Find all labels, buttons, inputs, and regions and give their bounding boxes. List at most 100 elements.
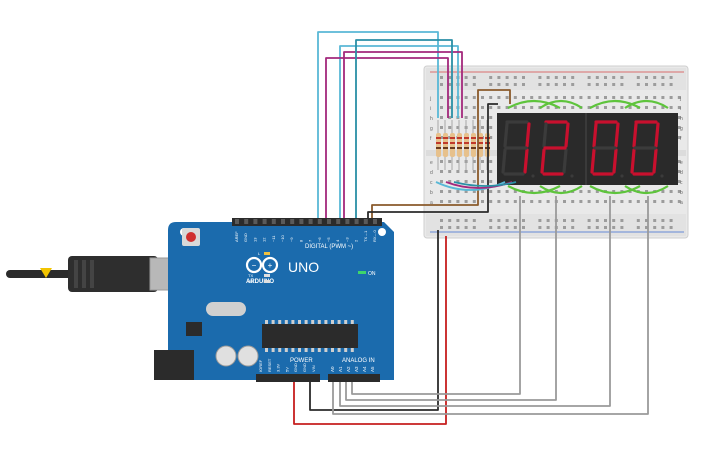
pin[interactable] [363, 219, 368, 224]
wire-gray-a0[interactable] [332, 196, 649, 415]
usb-cable[interactable] [6, 256, 185, 292]
hole [563, 190, 566, 193]
resistor-band [450, 147, 455, 149]
hole [440, 106, 443, 109]
hole [645, 96, 648, 99]
rail-hole [489, 83, 493, 86]
digit [501, 120, 535, 178]
wire-cyan[interactable] [317, 31, 439, 222]
rail-hole [440, 219, 443, 222]
hole [505, 200, 509, 203]
pin[interactable] [244, 219, 249, 224]
hole [497, 106, 501, 109]
chip-pin [324, 348, 328, 352]
wire-brown[interactable] [371, 89, 511, 222]
resistor[interactable] [457, 133, 462, 157]
wire-red[interactable] [293, 236, 447, 425]
rail-hole [620, 83, 624, 86]
wire-gray-a1[interactable] [339, 196, 611, 407]
hole [513, 200, 517, 203]
resistor[interactable] [464, 133, 469, 157]
resistor[interactable] [443, 133, 448, 157]
hole [677, 170, 681, 173]
pin[interactable] [299, 219, 304, 224]
pin[interactable] [281, 219, 285, 224]
hole [440, 160, 443, 163]
resistor[interactable] [450, 133, 455, 157]
hole [481, 180, 484, 183]
digital-pin-label: ~11 [271, 235, 276, 242]
wire-magenta[interactable] [343, 51, 463, 222]
pin[interactable] [290, 219, 295, 224]
wire-black-2[interactable] [309, 230, 439, 411]
wire-cyan-2[interactable] [339, 45, 459, 222]
wire-teal[interactable] [355, 39, 453, 222]
digital-pin-label: ~5 [326, 237, 331, 242]
hole [677, 116, 681, 119]
pin[interactable] [327, 219, 331, 224]
digital-header[interactable] [232, 218, 382, 226]
wire-gray-a2[interactable] [345, 196, 557, 401]
hole [440, 190, 443, 193]
rail-hole [604, 76, 607, 79]
wire-black[interactable] [367, 103, 498, 222]
segment [540, 148, 546, 174]
dc-jack[interactable] [154, 350, 194, 380]
rail-hole [620, 219, 624, 222]
chip-pin [298, 320, 301, 324]
rail-hole [571, 219, 575, 222]
rail-hole [595, 83, 599, 86]
pin[interactable] [336, 219, 341, 224]
hole [481, 200, 484, 203]
power-pin-label: 3.3V [276, 363, 281, 372]
hole [472, 106, 476, 109]
resistor[interactable] [471, 133, 476, 157]
pin[interactable] [373, 219, 377, 224]
segment [614, 122, 620, 148]
pin[interactable] [308, 219, 313, 224]
hole [620, 96, 624, 99]
hole [653, 96, 657, 99]
digital-pin-label: ~10 [280, 234, 285, 242]
hole [579, 190, 583, 193]
pin[interactable] [253, 219, 258, 224]
pin[interactable] [345, 219, 350, 224]
hole [505, 106, 509, 109]
pin[interactable] [235, 219, 239, 224]
atmega-chip[interactable] [262, 324, 358, 348]
hole [653, 106, 657, 109]
rail-hole [669, 83, 673, 86]
capacitor-2 [237, 345, 259, 367]
rail-hole [456, 226, 460, 229]
jumper-wire [624, 185, 669, 195]
rail-hole [612, 76, 616, 79]
chip-pin [284, 348, 288, 352]
analog-header[interactable] [328, 374, 380, 382]
hole [472, 170, 476, 173]
hole [661, 200, 665, 203]
hole [464, 200, 468, 203]
hole [448, 180, 452, 183]
hole [645, 106, 648, 109]
resistor-band [443, 147, 448, 149]
row-letter: j [429, 96, 431, 102]
pin[interactable] [262, 219, 267, 224]
rail-hole [522, 76, 525, 79]
wire-magenta-2[interactable] [325, 57, 449, 222]
wire-gray-a3[interactable] [351, 196, 521, 395]
rail-hole [497, 83, 501, 86]
rail-hole [489, 226, 493, 229]
resistor[interactable] [436, 133, 441, 157]
seven-segment-display[interactable] [497, 113, 678, 185]
pin[interactable] [354, 219, 359, 224]
wires[interactable] [293, 31, 649, 425]
resistor-band [464, 142, 469, 144]
hole [522, 96, 525, 99]
pin[interactable] [317, 219, 322, 224]
hole [505, 190, 509, 193]
power-header[interactable] [256, 374, 320, 382]
pin[interactable] [271, 219, 276, 224]
